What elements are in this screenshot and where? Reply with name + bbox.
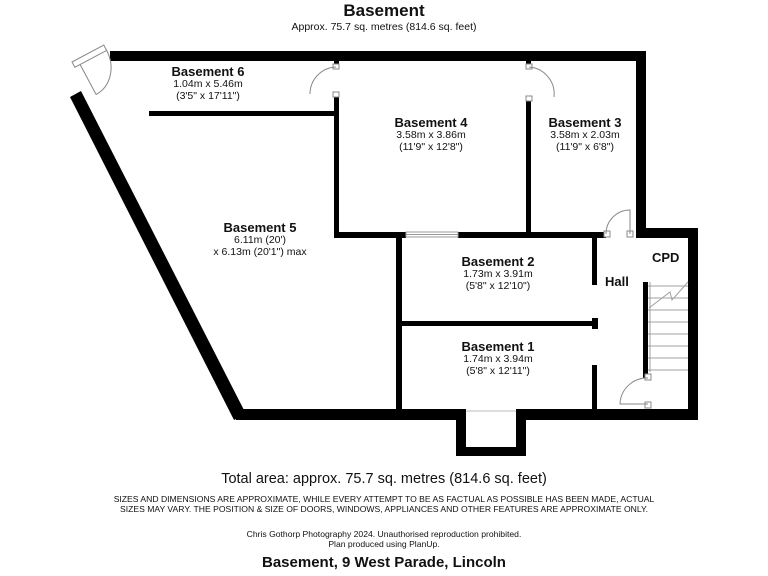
wall-right-lower bbox=[688, 228, 698, 420]
door-external bbox=[71, 44, 112, 95]
wall-bay-bottom bbox=[456, 447, 526, 456]
room-basement-1: Basement 1 1.74m x 3.94m (5'8" x 12'11") bbox=[433, 339, 563, 377]
room-dim-metric: 1.73m x 3.91m bbox=[463, 268, 533, 281]
room-name: Basement 4 bbox=[394, 115, 468, 130]
wall-b4-bottom-left bbox=[334, 232, 406, 238]
room-name: Basement 2 bbox=[461, 254, 535, 269]
property-address: Basement, 9 West Parade, Lincoln bbox=[262, 554, 506, 571]
windows bbox=[405, 231, 459, 238]
room-name: Basement 6 bbox=[171, 64, 245, 79]
wall-bay-left bbox=[456, 409, 466, 455]
room-dim-imperial: (3'5" x 17'11") bbox=[176, 89, 240, 102]
wall-stair bbox=[643, 282, 648, 378]
room-basement-5: Basement 5 6.11m (20') x 6.13m (20'1") m… bbox=[195, 220, 325, 258]
credit-software: Plan produced using PlanUp. bbox=[328, 539, 440, 550]
disclaimer: SIZES AND DIMENSIONS ARE APPROXIMATE, WH… bbox=[113, 494, 655, 515]
wall-hall-lower bbox=[592, 365, 597, 413]
room-basement-6: Basement 6 1.04m x 5.46m (3'5" x 17'11") bbox=[148, 64, 268, 102]
interior-walls bbox=[149, 51, 648, 414]
credit: Chris Gothorp Photography 2024. Unauthor… bbox=[0, 529, 768, 550]
wall-b4-bottom-right bbox=[458, 232, 598, 238]
room-dim-metric: 3.58m x 2.03m bbox=[550, 129, 620, 142]
wall-hall-upper bbox=[592, 232, 597, 285]
room-dim-metric: 3.58m x 3.86m bbox=[396, 129, 466, 142]
room-name: Basement 1 bbox=[461, 339, 535, 354]
room-dim-imperial: (11'9" x 12'8") bbox=[399, 140, 463, 153]
wall-b4-b3 bbox=[526, 100, 531, 235]
total-area: Total area: approx. 75.7 sq. metres (814… bbox=[221, 471, 547, 487]
room-basement-2: Basement 2 1.73m x 3.91m (5'8" x 12'10") bbox=[433, 254, 563, 292]
room-name: Basement 3 bbox=[548, 115, 622, 130]
wall-cpd-top bbox=[636, 228, 698, 238]
room-dim-metric: 1.74m x 3.94m bbox=[463, 353, 533, 366]
room-dim-imperial: x 6.13m (20'1") max bbox=[213, 245, 307, 258]
credit-copyright: Chris Gothorp Photography 2024. Unauthor… bbox=[246, 529, 522, 539]
wall-b6-partition bbox=[149, 111, 339, 116]
wall-b2-b1 bbox=[396, 321, 595, 326]
room-dim-imperial: (5'8" x 12'11") bbox=[466, 364, 530, 377]
room-dim-metric: 6.11m (20') bbox=[234, 234, 286, 247]
room-hall-label: Hall bbox=[605, 274, 629, 289]
bay-opening bbox=[466, 409, 516, 420]
room-basement-4: Basement 4 3.58m x 3.86m (11'9" x 12'8") bbox=[371, 115, 491, 153]
room-dim-imperial: (5'8" x 12'10") bbox=[465, 279, 531, 292]
room-dim-imperial: (11'9" x 6'8") bbox=[556, 140, 614, 153]
doors bbox=[71, 44, 652, 409]
wall-bay-right bbox=[516, 409, 526, 455]
wall-b4-left bbox=[334, 96, 339, 236]
room-basement-3: Basement 3 3.58m x 2.03m (11'9" x 6'8") bbox=[525, 115, 645, 153]
wall-diagonal bbox=[70, 91, 246, 420]
room-name: Basement 5 bbox=[223, 220, 297, 235]
stairs bbox=[648, 281, 689, 372]
room-dim-metric: 1.04m x 5.46m bbox=[173, 78, 243, 91]
wall-right-upper bbox=[636, 51, 646, 236]
room-cpd-label: CPD bbox=[652, 250, 680, 265]
plan-subtitle: Approx. 75.7 sq. metres (814.6 sq. feet) bbox=[291, 21, 477, 33]
wall-top bbox=[110, 51, 646, 61]
plan-title: Basement bbox=[343, 1, 425, 20]
